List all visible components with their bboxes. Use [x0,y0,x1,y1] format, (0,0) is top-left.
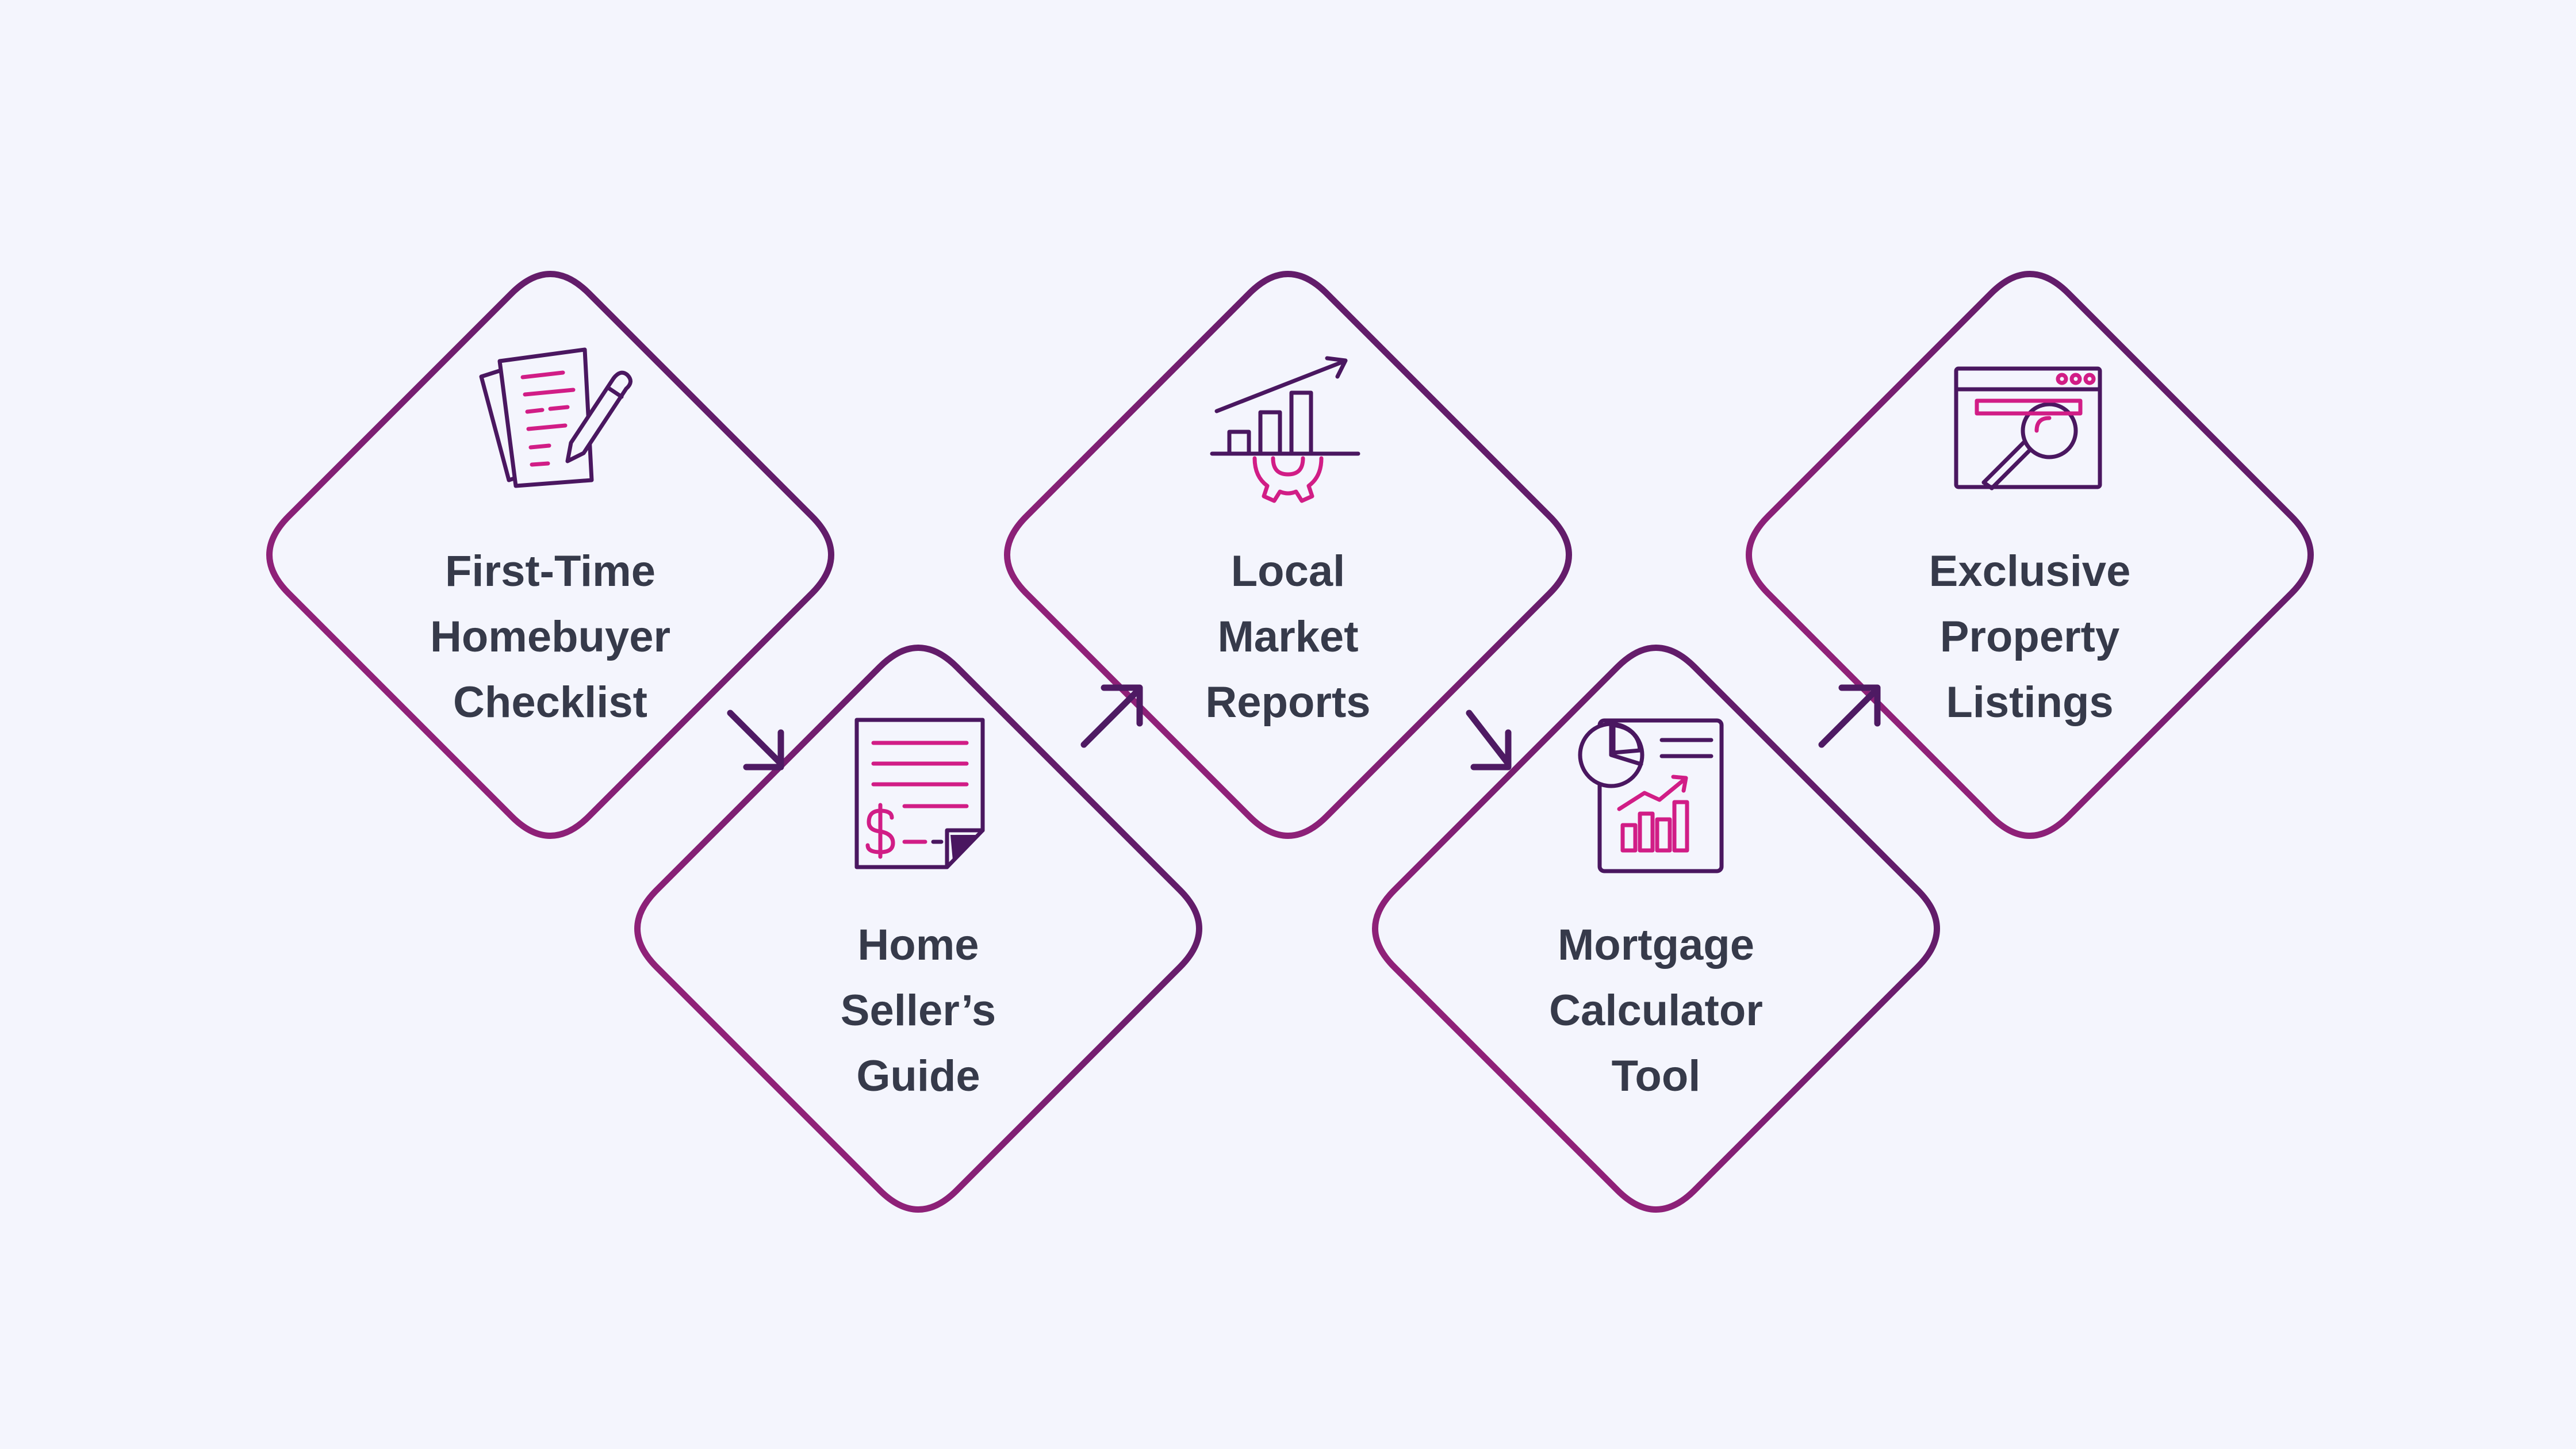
arrow-down-right-icon [1466,710,1512,770]
growth-chart-gear-icon [1210,356,1360,503]
step-label-first-time-homebuyer-checklist: First-Time Homebuyer Checklist [378,539,723,735]
diamond-outline-first-time-homebuyer-checklist [266,271,834,839]
step-label-line: Seller’s [840,986,996,1035]
step-label-line: Checklist [453,678,647,727]
step-label-line: Local [1230,547,1346,596]
step-label-exclusive-property-listings: Exclusive Property Listings [1857,539,2202,735]
diamond-outline-home-sellers-guide [634,645,1202,1213]
step-label-line: Mortgage [1558,921,1754,969]
browser-search-icon [1954,366,2102,490]
step-label-line: Market [1217,612,1359,661]
step-label-line: Homebuyer [430,612,671,661]
diamond-outline-local-market-reports [1004,271,1572,839]
step-label-line: Calculator [1549,986,1763,1035]
arrow-up-right-icon [1818,684,1881,748]
step-label-line: Guide [856,1052,980,1101]
step-label-line: Reports [1205,678,1371,727]
step-label-line: Listings [1946,678,2114,727]
step-label-home-sellers-guide: Home Seller’s Guide [746,913,1091,1109]
step-label-local-market-reports: Local Market Reports [1116,539,1460,735]
dollar-document-icon [854,718,985,869]
diamond-outline-mortgage-calculator-tool [1372,645,1940,1213]
step-label-line: Exclusive [1929,547,2131,596]
step-label-line: Property [1939,612,2120,661]
arrow-down-right-icon [727,710,784,770]
step-label-line: First-Time [444,547,656,596]
checklist-pencil-icon [479,347,632,488]
diamond-outline-exclusive-property-listings [1746,271,2314,839]
step-label-line: Tool [1611,1052,1701,1101]
arrow-up-right-icon [1080,684,1143,748]
step-label-line: Home [857,921,979,969]
pie-bar-report-icon [1578,718,1724,873]
step-label-mortgage-calculator-tool: Mortgage Calculator Tool [1483,913,1828,1109]
